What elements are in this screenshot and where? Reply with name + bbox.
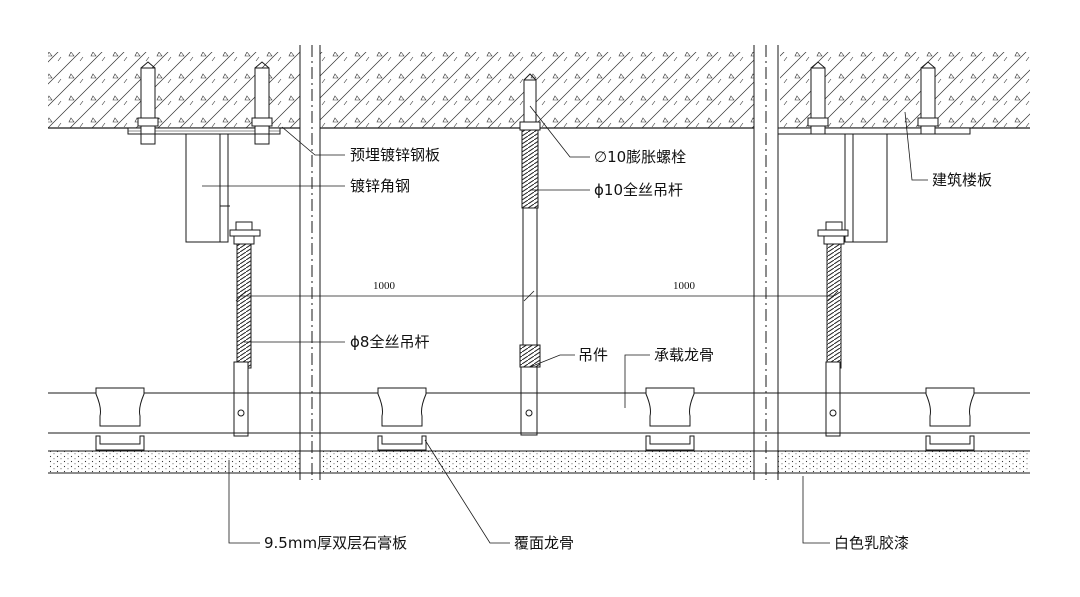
label-embedded-plate: 预埋镀锌钢板	[350, 146, 440, 164]
left-hanger-assembly	[127, 61, 281, 437]
main-keel-lines	[48, 392, 1030, 434]
label-rod-8: ϕ8全丝吊杆	[350, 333, 429, 351]
leader-lines	[202, 105, 928, 544]
label-angle-steel: 镀锌角钢	[350, 177, 410, 195]
break-lines	[299, 45, 779, 480]
label-rod-10: ϕ10全丝吊杆	[594, 181, 683, 199]
galvanized-angle-steel	[185, 133, 221, 243]
label-expansion-bolt: ∅10膨胀螺栓	[594, 148, 686, 166]
dimension-line	[235, 290, 839, 302]
hanger-center	[520, 366, 538, 436]
annotation-labels: 预埋镀锌钢板 镀锌角钢 ∅10膨胀螺栓 ϕ10全丝吊杆 建筑楼板 ϕ8全丝吊杆 …	[264, 146, 992, 552]
dimension-left: 1000	[373, 280, 396, 292]
threaded-rod-8	[236, 243, 252, 369]
hanger-left	[233, 361, 249, 437]
center-hanger-assembly	[519, 73, 541, 436]
right-hanger-assembly	[777, 61, 971, 437]
label-gypsum-board: 9.5mm厚双层石膏板	[264, 534, 407, 552]
label-latex-paint: 白色乳胶漆	[834, 534, 909, 552]
concrete-slab	[48, 52, 1030, 129]
cover-keel-profiles	[95, 387, 975, 451]
dimension-right: 1000	[673, 280, 696, 292]
threaded-rod-10	[521, 129, 539, 209]
label-hanger: 吊件	[578, 346, 608, 364]
label-building-slab: 建筑楼板	[932, 171, 992, 189]
label-main-keel: 承载龙骨	[654, 346, 714, 364]
label-cover-keel: 覆面龙骨	[514, 534, 574, 552]
gypsum-board	[48, 450, 1030, 474]
